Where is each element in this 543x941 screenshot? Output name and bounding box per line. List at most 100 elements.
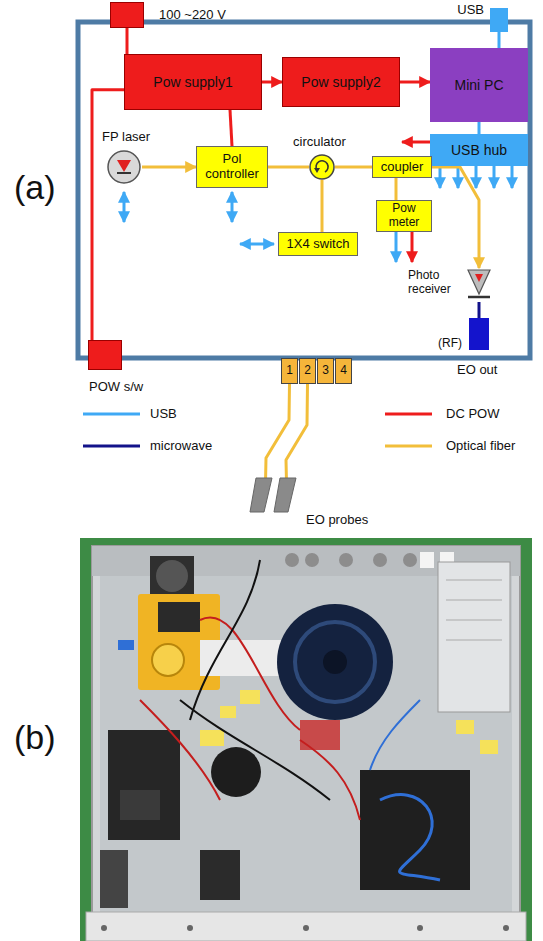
enclosure-photo — [446, 600, 502, 601]
node-label: EO out — [457, 362, 497, 378]
node-label: USB — [457, 2, 484, 18]
enclosure-photo — [108, 730, 180, 840]
enclosure-photo — [187, 925, 193, 931]
symbol-part — [108, 151, 140, 183]
symbol-part — [117, 172, 131, 174]
fiber-port: 1 — [281, 358, 298, 384]
connector-line — [498, 32, 501, 48]
connector-line — [262, 81, 282, 84]
enclosure-photo — [456, 720, 474, 734]
power-meter-box: Pow meter — [376, 200, 432, 232]
node-label: Pow meter — [380, 202, 428, 230]
usb-arrows — [231, 192, 234, 222]
legend-lines — [385, 413, 432, 416]
enclosure-photo — [380, 795, 440, 880]
node-label: Pow supply2 — [301, 74, 380, 90]
pol-controller-box: Pol controller — [196, 146, 268, 188]
enclosure-photo — [180, 700, 330, 800]
enclosure-photo — [360, 770, 470, 890]
enclosure-photo — [420, 552, 434, 568]
node-label: 100 ~220 V — [159, 7, 226, 23]
legend-lines — [83, 414, 432, 446]
enclosure-photo — [156, 560, 188, 592]
node-label: circulator — [293, 134, 346, 150]
usb-arrows — [493, 166, 496, 188]
enclosure-photo — [438, 562, 510, 712]
enclosure-photo — [150, 556, 194, 596]
fiber-port: 4 — [335, 358, 352, 384]
symbol-part — [475, 274, 483, 282]
enclosure-photo — [240, 690, 260, 704]
enclosure-photo — [323, 650, 347, 674]
symbol-part — [468, 270, 490, 294]
symbol-part — [468, 296, 490, 299]
symbol-part — [310, 155, 334, 179]
enclosure-photo — [152, 644, 184, 676]
node-label: 4 — [340, 364, 347, 378]
usb-arrows — [439, 166, 442, 188]
legend-lines — [83, 445, 140, 448]
fiber-port: 3 — [317, 358, 334, 384]
enclosure-photo — [446, 620, 502, 621]
power-arrows — [402, 141, 430, 144]
photo-receiver-symbol: Photo receiver — [466, 268, 492, 302]
power-supply-box: Pow supply1 — [124, 54, 262, 110]
enclosure-photo — [285, 553, 299, 567]
node-label: FP laser — [102, 129, 150, 145]
power-switch: POW s/w — [88, 340, 122, 370]
usb-arrows — [475, 166, 478, 188]
enclosure-photo — [277, 604, 393, 720]
symbol-part — [250, 478, 272, 512]
enclosure-photo — [100, 850, 128, 908]
enclosure-photo — [80, 538, 532, 941]
usb-arrows — [395, 232, 398, 262]
usb-hub-box: USB hub — [430, 134, 528, 166]
enclosure-photo — [101, 925, 107, 931]
power-supply-box: Pow supply2 — [282, 57, 400, 107]
enclosure-photo — [480, 740, 498, 754]
panel-label: (b) — [14, 718, 56, 757]
usb-arrows — [123, 192, 126, 222]
circulator-symbol — [309, 154, 335, 180]
power-inlet: 100 ~220 V — [110, 2, 144, 28]
legend-lines — [83, 413, 140, 416]
connector-line — [321, 180, 324, 232]
enclosure-photo — [300, 720, 340, 750]
enclosure-photo — [370, 700, 420, 770]
circulator-symbol: circulator — [309, 154, 335, 180]
enclosure-photo — [305, 553, 319, 567]
laser-symbol — [106, 149, 142, 185]
enclosure-photo — [417, 925, 423, 931]
power-arrows — [411, 232, 414, 262]
symbol-part — [274, 478, 296, 512]
node-label: Pow supply1 — [153, 74, 232, 90]
connector-line — [395, 178, 398, 200]
enclosure-photo — [295, 622, 375, 702]
housing-outline — [78, 22, 530, 358]
enclosure-photo — [503, 925, 509, 931]
legend-text: USB — [150, 406, 177, 421]
mini-pc-box: Mini PC — [430, 48, 528, 122]
enclosure-photo — [140, 700, 220, 800]
symbol-part — [314, 168, 320, 173]
node-label: coupler — [381, 160, 424, 175]
connector-line — [126, 28, 129, 54]
connector-line — [478, 302, 481, 318]
node-label: Mini PC — [454, 77, 503, 93]
node-label: POW s/w — [89, 379, 143, 395]
node-label: 2 — [304, 364, 311, 378]
usb-arrows — [457, 166, 460, 188]
enclosure-photo — [120, 790, 160, 820]
usb-port: USB — [490, 8, 508, 32]
connector-line — [92, 90, 124, 340]
enclosure-photo — [80, 538, 532, 941]
signal-label: (RF) — [438, 336, 462, 350]
node-label: 1X4 switch — [287, 237, 350, 252]
enclosure-photo — [373, 553, 387, 567]
enclosure-photo — [403, 553, 417, 567]
optical-switch-box: 1X4 switch — [278, 232, 358, 256]
usb-arrows — [240, 243, 274, 246]
usb-arrows — [124, 166, 512, 262]
coupler-box: coupler — [372, 156, 432, 178]
laser-symbol: FP laser — [106, 149, 142, 185]
